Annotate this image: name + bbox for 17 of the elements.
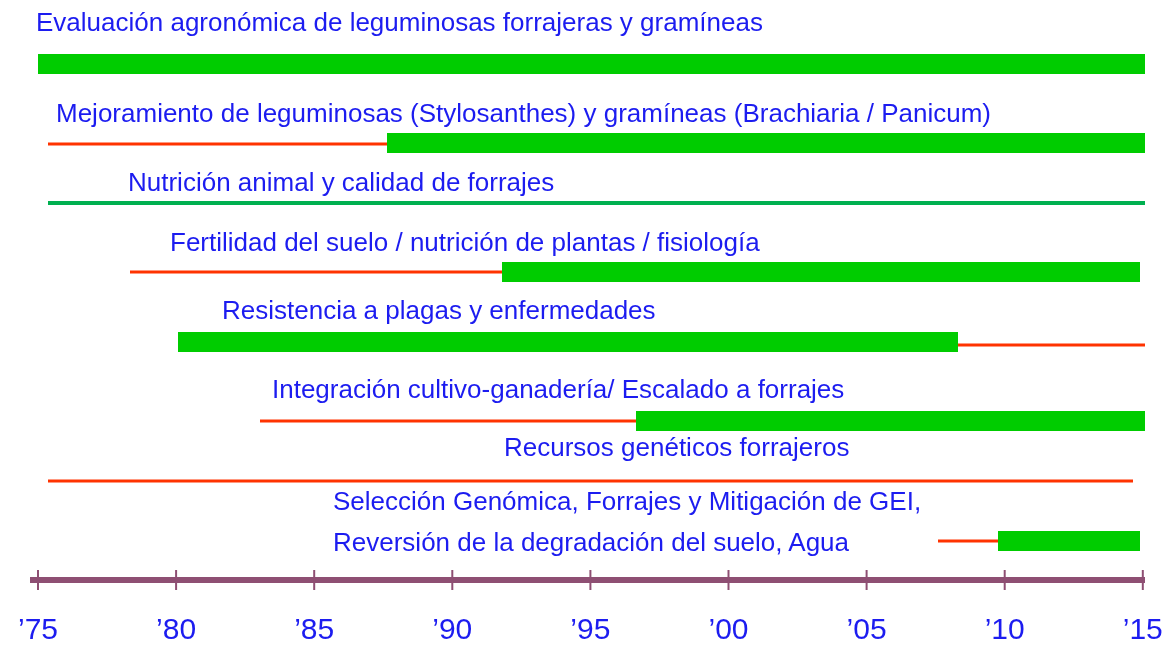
topic-label: Recursos genéticos forrajeros bbox=[504, 431, 850, 464]
year-label: ’15 bbox=[1121, 612, 1164, 646]
topic-label: Fertilidad del suelo / nutrición de plantas / fisiología bbox=[170, 226, 760, 259]
year-label: ’05 bbox=[845, 612, 888, 646]
year-label: ’95 bbox=[569, 612, 612, 646]
year-label: ’00 bbox=[707, 612, 750, 646]
year-label: ’75 bbox=[16, 612, 59, 646]
topic-label: Integración cultivo-ganadería/ Escalado a forrajes bbox=[272, 373, 845, 406]
year-label: ’80 bbox=[155, 612, 198, 646]
year-label: ’10 bbox=[983, 612, 1026, 646]
topic-label: Resistencia a plagas y enfermedades bbox=[222, 294, 656, 327]
year-label: ’90 bbox=[431, 612, 474, 646]
topic-label: Selección Genómica, Forrajes y Mitigación de GEI, Reversión de la degradación del suelo, Agua bbox=[333, 485, 923, 559]
topic-label: Evaluación agronómica de leguminosas forrajeras y gramíneas bbox=[36, 6, 763, 39]
topic-label: Nutrición animal y calidad de forrajes bbox=[128, 166, 555, 199]
topic-label: Mejoramiento de leguminosas (Stylosanthes) y gramíneas (Brachiaria / Panicum) bbox=[56, 97, 991, 130]
year-label: ’85 bbox=[293, 612, 336, 646]
